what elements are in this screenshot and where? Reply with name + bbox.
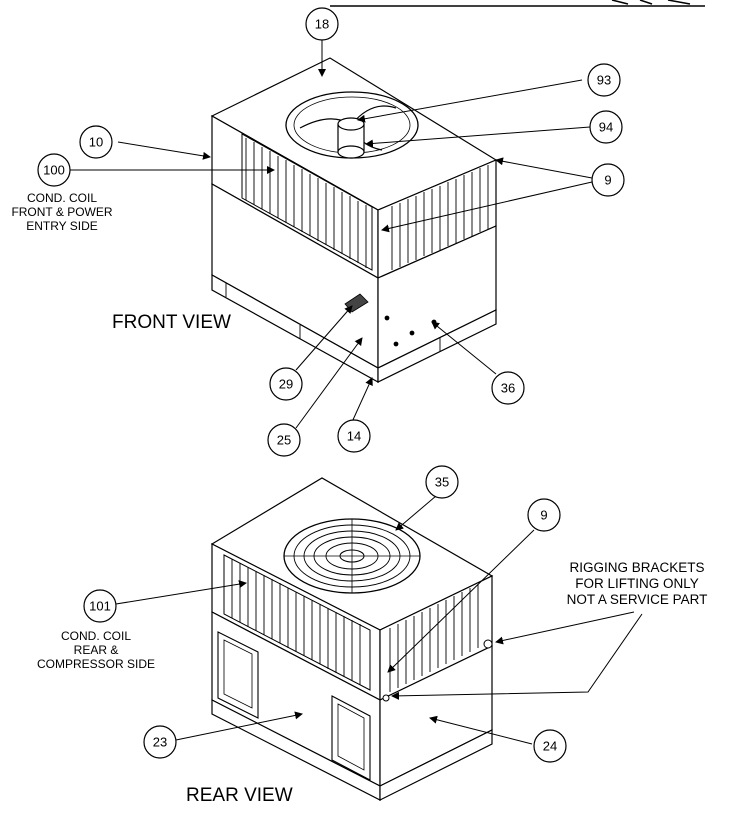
- svg-text:14: 14: [347, 429, 361, 444]
- svg-text:COND. COIL: COND. COIL: [61, 629, 131, 643]
- front-coil-note: COND. COIL FRONT & POWER ENTRY SIDE: [11, 191, 112, 233]
- callout-29: 29: [269, 367, 303, 401]
- svg-text:36: 36: [501, 381, 515, 396]
- svg-text:101: 101: [89, 599, 111, 614]
- callout-100: 100: [37, 153, 71, 187]
- svg-text:35: 35: [435, 475, 449, 490]
- callout-101: 101: [83, 589, 117, 623]
- front-right-louvers: [391, 165, 489, 270]
- svg-text:93: 93: [597, 73, 611, 88]
- svg-text:COND. COIL: COND. COIL: [27, 191, 97, 205]
- svg-text:23: 23: [153, 735, 167, 750]
- callout-18: 18: [305, 7, 339, 41]
- svg-text:10: 10: [89, 135, 103, 150]
- rear-coil-note: COND. COIL REAR & COMPRESSOR SIDE: [37, 629, 155, 671]
- callout-24: 24: [533, 729, 567, 763]
- rear-right-louvers: [389, 584, 479, 692]
- svg-text:REAR &: REAR &: [74, 643, 119, 657]
- rear-duct-opening-right: [331, 695, 371, 781]
- rear-leaders: [115, 495, 643, 745]
- front-base-right: [377, 309, 497, 383]
- callout-10: 10: [79, 125, 113, 159]
- front-left-louvers: [245, 138, 367, 268]
- front-view-title: FRONT VIEW: [112, 312, 231, 333]
- svg-text:29: 29: [279, 377, 293, 392]
- svg-text:NOT A SERVICE PART: NOT A SERVICE PART: [567, 592, 708, 607]
- callout-bubbles: 18 93 94 10 100 9 29 25 14 36 35 9 101 2…: [37, 7, 625, 763]
- svg-text:24: 24: [543, 739, 557, 754]
- rear-left-louvers: [231, 559, 361, 685]
- svg-text:9: 9: [604, 173, 611, 188]
- rigging-note: RIGGING BRACKETS FOR LIFTING ONLY NOT A …: [567, 560, 708, 607]
- callout-23: 23: [143, 725, 177, 759]
- front-view-unit: [210, 57, 498, 384]
- callout-35: 35: [425, 465, 459, 499]
- svg-text:ENTRY SIDE: ENTRY SIDE: [26, 219, 98, 233]
- svg-text:25: 25: [277, 433, 291, 448]
- rear-duct-opening-left: [217, 631, 259, 719]
- rear-view-unit: [210, 477, 494, 801]
- front-left-coil-frame: [241, 133, 373, 271]
- svg-text:FOR LIFTING ONLY: FOR LIFTING ONLY: [575, 576, 699, 591]
- callout-93: 93: [587, 63, 621, 97]
- svg-text:100: 100: [43, 163, 65, 178]
- svg-text:COMPRESSOR SIDE: COMPRESSOR SIDE: [37, 657, 155, 671]
- svg-text:18: 18: [315, 17, 329, 32]
- svg-text:94: 94: [599, 120, 613, 135]
- svg-text:FRONT & POWER: FRONT & POWER: [11, 205, 112, 219]
- top-rule-fragment: [611, 0, 691, 5]
- svg-text:RIGGING BRACKETS: RIGGING BRACKETS: [569, 560, 704, 575]
- front-leaders: [70, 40, 593, 429]
- callout-25: 25: [267, 423, 301, 457]
- callout-94: 94: [589, 110, 623, 144]
- rear-base-right: [379, 729, 493, 801]
- callout-14: 14: [337, 419, 371, 453]
- svg-text:9: 9: [540, 508, 547, 523]
- callout-9-front: 9: [591, 163, 625, 197]
- callout-36: 36: [491, 371, 525, 405]
- callout-9-rear: 9: [527, 498, 561, 532]
- rear-view-title: REAR VIEW: [186, 785, 293, 806]
